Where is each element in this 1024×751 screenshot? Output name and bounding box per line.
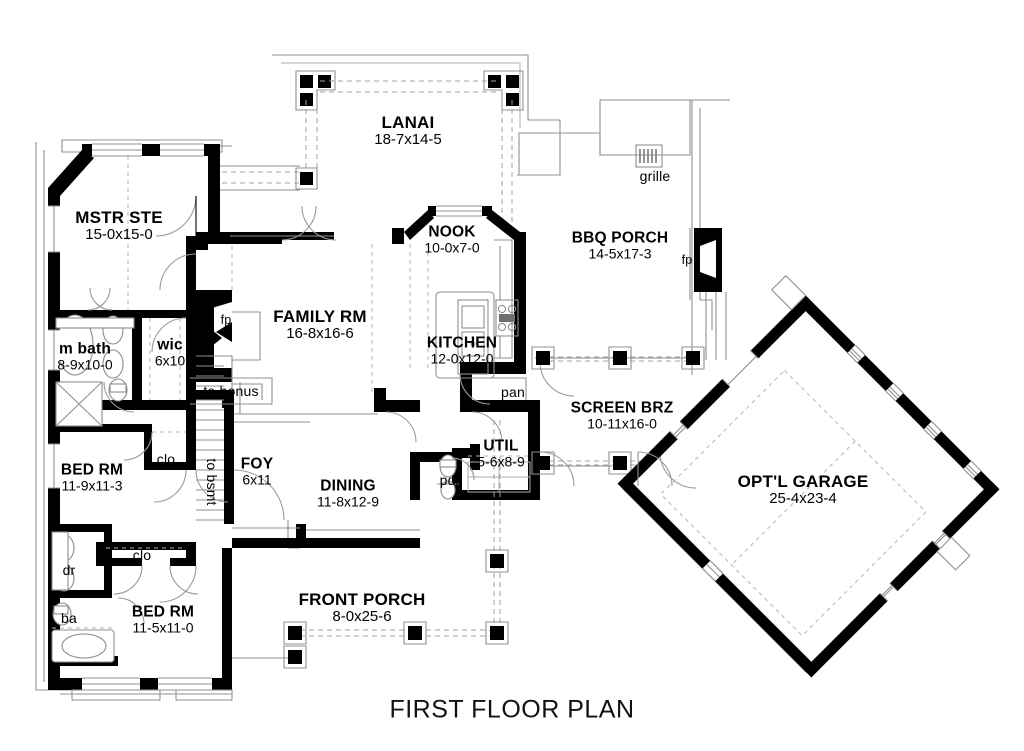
screen-breezeway-posts [531,228,727,475]
exterior-walls [48,144,540,690]
front-porch-structure [60,420,509,701]
optional-garage [617,274,1000,678]
door-swing-arcs [87,195,697,625]
garage-entry-door [637,451,673,487]
interior-fixtures [51,156,531,663]
plan-title: FIRST FLOOR PLAN [389,695,635,724]
window-openings [48,143,482,691]
lanai-structure [215,70,524,230]
